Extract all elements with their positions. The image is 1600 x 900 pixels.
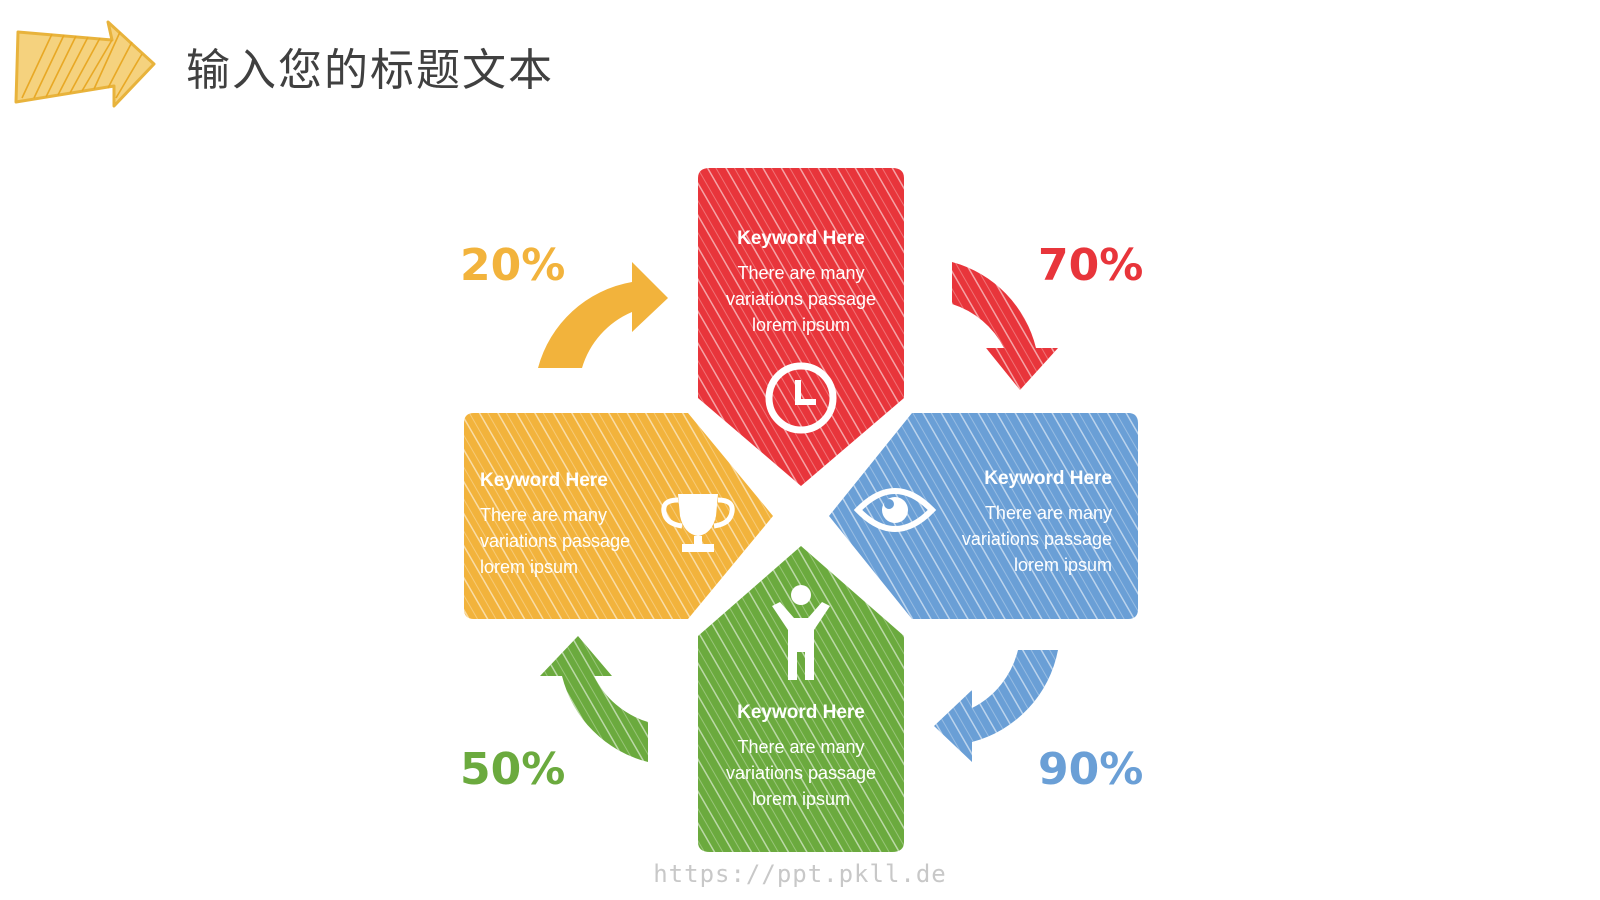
trophy-icon	[661, 494, 735, 552]
eye-icon	[853, 488, 937, 532]
card-left-text: Keyword Here There are many variations p…	[480, 468, 652, 580]
card-right-text: Keyword Here There are many variations p…	[942, 466, 1112, 578]
card-left-body: There are many variations passage lorem …	[480, 505, 631, 577]
green-curved-arrow-icon	[540, 636, 648, 762]
clock-icon	[765, 362, 837, 434]
card-right-body: There are many variations passage lorem …	[961, 503, 1112, 575]
percent-label-bottom-right: 90%	[1038, 744, 1144, 795]
red-curved-arrow-icon	[952, 262, 1058, 390]
hand-drawn-arrow-icon	[14, 20, 156, 108]
card-top-text: Keyword Here There are many variations p…	[712, 226, 890, 338]
page-title: 输入您的标题文本	[186, 45, 554, 96]
card-top-keyword: Keyword Here	[737, 228, 865, 249]
percent-label-top-right: 70%	[1038, 240, 1144, 291]
person-icon	[772, 585, 830, 680]
watermark: https://ppt.pkll.de	[653, 860, 947, 888]
card-top-shape	[698, 168, 904, 486]
card-left-keyword: Keyword Here	[480, 470, 608, 491]
card-bottom-shape	[698, 546, 904, 852]
percent-label-bottom-left: 50%	[460, 744, 566, 795]
card-right-shape	[829, 413, 1138, 619]
blue-curved-arrow-icon	[934, 650, 1058, 762]
card-bottom-keyword: Keyword Here	[737, 702, 865, 723]
card-bottom-body: There are many variations passage lorem …	[725, 737, 877, 809]
yellow-curved-arrow-icon	[538, 262, 668, 368]
card-left-shape	[464, 413, 773, 619]
card-right-keyword: Keyword Here	[984, 468, 1112, 489]
card-top-body: There are many variations passage lorem …	[725, 263, 877, 335]
percent-label-top-left: 20%	[460, 240, 566, 291]
card-bottom-text: Keyword Here There are many variations p…	[712, 700, 890, 812]
